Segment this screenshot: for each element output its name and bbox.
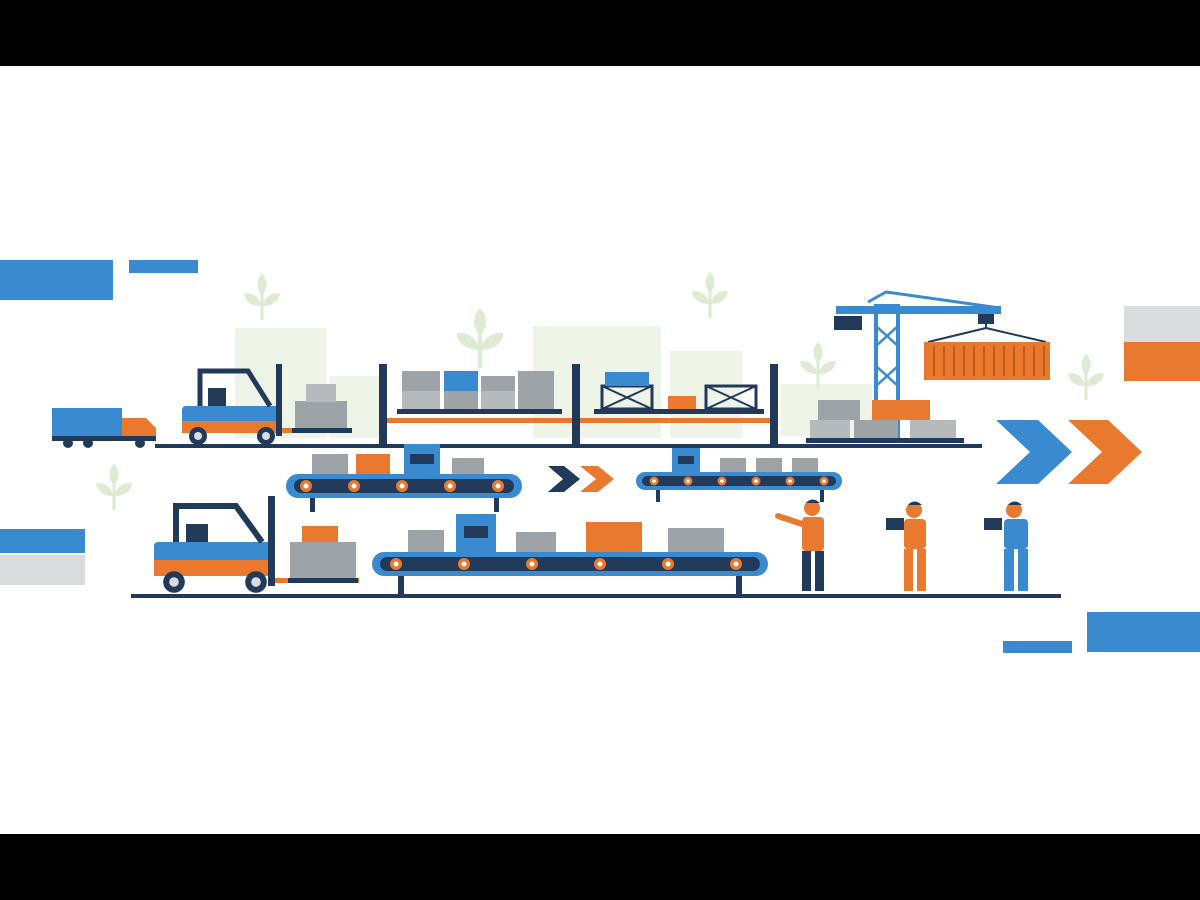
worker-icon xyxy=(984,501,1028,591)
truck-icon xyxy=(52,408,156,448)
stripe-blue-mid-left xyxy=(0,529,85,553)
upper-floor-line xyxy=(155,444,982,448)
letterbox-top xyxy=(0,0,1200,66)
shipping-container-icon xyxy=(924,342,1050,380)
lower-floor-line xyxy=(131,594,1061,598)
letterbox-bottom xyxy=(0,834,1200,900)
illustration-canvas xyxy=(0,66,1200,834)
forklift-icon xyxy=(182,364,348,445)
chevron-right-icon xyxy=(996,420,1142,484)
stripe-blue-top-left xyxy=(0,260,113,300)
stripe-blue-small-top-left xyxy=(129,260,198,273)
pallet-stack xyxy=(806,400,964,443)
conveyor-icon xyxy=(372,552,768,594)
conveyor-icon xyxy=(636,472,842,502)
worker-icon xyxy=(886,501,926,591)
pallet-icon xyxy=(397,409,562,414)
stripe-gray-mid-left xyxy=(0,555,85,585)
conveyor-items xyxy=(672,448,818,472)
conveyor-items xyxy=(312,444,484,474)
background xyxy=(0,66,1200,834)
forklift-load xyxy=(288,526,358,583)
stripe-blue-small-bottom-right xyxy=(1003,641,1072,653)
chevron-right-icon xyxy=(548,466,614,492)
forklift-load xyxy=(292,384,352,433)
tablet-icon xyxy=(886,518,904,530)
tablet-icon xyxy=(984,518,1002,530)
crate-icon xyxy=(600,372,758,411)
storage-rack xyxy=(379,364,778,446)
stripe-blue-bottom-right xyxy=(1087,612,1200,652)
stripe-gray-right xyxy=(1124,306,1200,342)
box-icon xyxy=(402,371,554,409)
conveyor-icon xyxy=(286,474,522,512)
pallet-icon xyxy=(594,409,764,414)
worker-icon xyxy=(775,499,824,591)
conveyor-items xyxy=(408,514,724,552)
warehouse-scene xyxy=(0,66,1200,834)
stripe-orange-right xyxy=(1124,342,1200,381)
decorative-stripes xyxy=(0,260,1200,653)
